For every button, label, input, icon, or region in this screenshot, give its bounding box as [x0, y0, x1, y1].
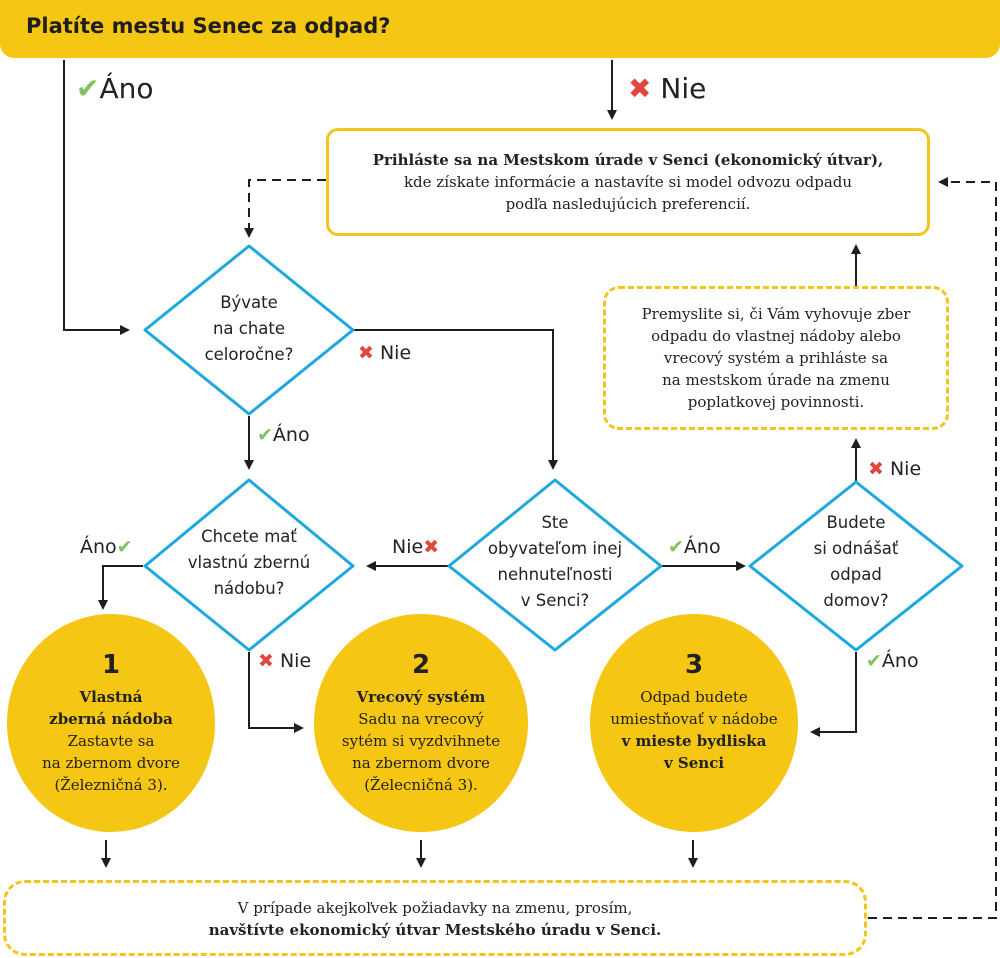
- label-yes-cottage: ✔Áno: [257, 424, 310, 446]
- check-icon: ✔: [668, 536, 684, 558]
- register-box: Prihláste sa na Mestskom úrade v Senci (…: [326, 128, 930, 236]
- cross-icon: ✖: [868, 458, 884, 480]
- check-icon: ✔: [116, 536, 133, 558]
- label-no-bin: ✖ Nie: [258, 650, 312, 672]
- label-no-cottage: ✖ Nie: [358, 342, 412, 364]
- label-yes-bin: Áno✔: [80, 536, 133, 558]
- label-yes-carry: ✔Áno: [866, 650, 919, 672]
- consider-box: Premyslite si, či Vám vyhovuje zber odpa…: [603, 286, 949, 430]
- diamond-carry: [748, 480, 964, 652]
- label-yes-top: ✔Áno: [76, 72, 154, 105]
- label-yes-owner: ✔Áno: [668, 536, 721, 558]
- outcome-number: 1: [101, 650, 121, 680]
- cross-icon: ✖: [258, 650, 274, 672]
- outcome-residence-bin: 3 Odpad budete umiestňovať v nádobe v mi…: [590, 614, 798, 832]
- page-title: Platíte mestu Senec za odpad?: [26, 14, 391, 38]
- title-banner: Platíte mestu Senec za odpad?: [0, 0, 1000, 58]
- outcome-number: 2: [411, 650, 431, 680]
- outcome-own-bin: 1 Vlastná zberná nádoba Zastavte sa na z…: [7, 614, 215, 832]
- label-no-owner: Nie✖: [392, 536, 440, 558]
- check-icon: ✔: [866, 650, 882, 672]
- diamond-owner: [447, 478, 663, 652]
- diamond-cottage: [143, 244, 355, 416]
- outcome-number: 3: [684, 650, 704, 680]
- cross-icon: ✖: [423, 536, 440, 558]
- diamond-bin: [143, 478, 355, 652]
- cross-icon: ✖: [628, 72, 652, 105]
- footer-box: V prípade akejkoľvek požiadavky na zmenu…: [3, 880, 867, 956]
- label-no-carry: ✖ Nie: [868, 458, 922, 480]
- cross-icon: ✖: [358, 342, 374, 364]
- outcome-bag-system: 2 Vrecový systém Sadu na vrecový sytém s…: [314, 614, 528, 832]
- check-icon: ✔: [76, 72, 100, 105]
- label-no-top: ✖ Nie: [628, 72, 707, 105]
- check-icon: ✔: [257, 424, 273, 446]
